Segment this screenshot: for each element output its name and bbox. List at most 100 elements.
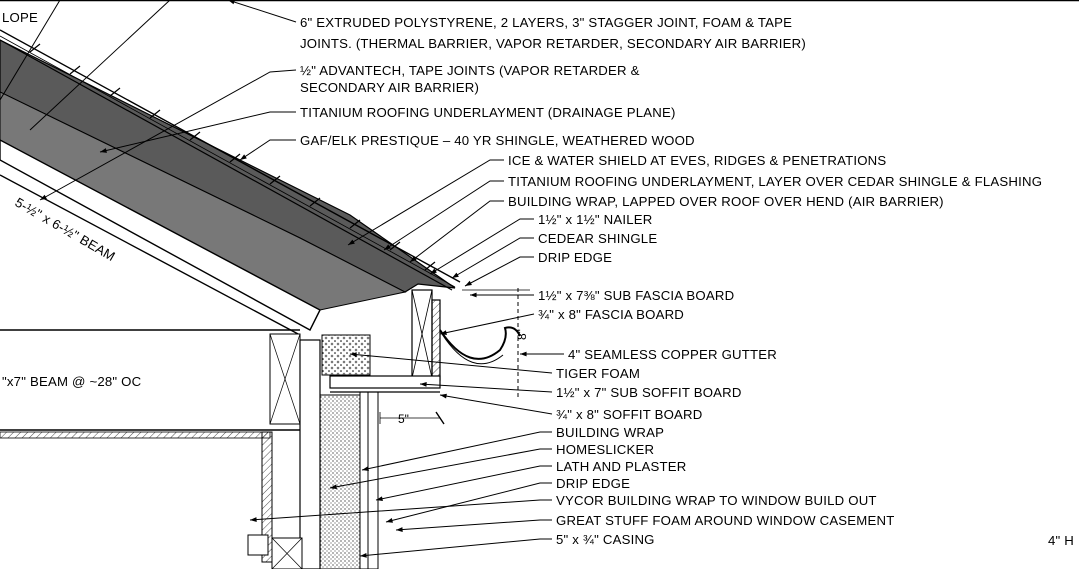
callout-leader-line xyxy=(395,519,552,531)
callout-leader-line xyxy=(249,499,552,521)
callout-arrowhead xyxy=(360,552,367,558)
callout-leader-line xyxy=(451,237,534,279)
fascia-board xyxy=(431,299,441,381)
callout-leader-line xyxy=(359,538,552,557)
callout-arrowhead xyxy=(520,351,527,357)
callout-greatstuff: GREAT STUFF FOAM AROUND WINDOW CASEMENT xyxy=(395,513,894,532)
leader-line xyxy=(0,0,61,101)
callout-shingle: GAF/ELK PRESTIQUE – 40 YR SHINGLE, WEATH… xyxy=(239,133,695,161)
callout-text: DRIP EDGE xyxy=(538,250,612,265)
roof-top-line xyxy=(0,29,461,283)
callout-arrowhead xyxy=(330,484,337,490)
slope-fragment-label: LOPE xyxy=(2,10,38,25)
callout-text: VYCOR BUILDING WRAP TO WINDOW BUILD OUT xyxy=(556,493,877,508)
roof-assembly xyxy=(0,0,461,336)
callout-text: GAF/ELK PRESTIQUE – 40 YR SHINGLE, WEATH… xyxy=(300,133,695,148)
callout-text: ¾" x 8" SOFFIT BOARD xyxy=(556,407,703,422)
callout-text: SECONDARY AIR BARRIER) xyxy=(300,80,479,95)
callout-text: 5" x ¾" CASING xyxy=(556,532,655,547)
roof-layer-line xyxy=(0,39,453,291)
callout-text: TIGER FOAM xyxy=(556,366,640,381)
callout-arrowhead xyxy=(386,518,393,523)
callout-subfascia: 1½" x 7⅜" SUB FASCIA BOARD xyxy=(470,288,734,303)
callout-text: DRIP EDGE xyxy=(556,476,630,491)
callout-text: JOINTS. (THERMAL BARRIER, VAPOR RETARDER… xyxy=(300,36,806,51)
callout-arrowhead xyxy=(40,194,47,200)
callout-text: BUILDING WRAP xyxy=(556,425,664,440)
callout-arrowhead xyxy=(452,272,459,278)
callout-leader-line xyxy=(347,159,504,246)
wall-stud xyxy=(299,339,321,569)
callout-text: ¾" x 8" FASCIA BOARD xyxy=(538,307,684,322)
callout-arrowhead xyxy=(384,244,391,250)
callout-leader-line xyxy=(409,200,504,263)
callout-text: ICE & WATER SHIELD AT EVES, RIDGES & PEN… xyxy=(508,153,886,168)
fascia-assembly xyxy=(411,288,530,398)
callout-arrowhead xyxy=(350,352,357,358)
callout-text: 1½" x 7⅜" SUB FASCIA BOARD xyxy=(538,288,734,303)
callout-arrowhead xyxy=(440,393,447,399)
callout-arrowhead xyxy=(100,148,107,153)
callout-arrowhead xyxy=(465,280,472,286)
callout-gutter: 4" SEAMLESS COPPER GUTTER xyxy=(520,347,777,362)
callout-advantech: ½" ADVANTECH, TAPE JOINTS (VAPOR RETARDE… xyxy=(39,63,640,201)
callout-arrowhead xyxy=(228,0,235,5)
callout-text: 1½" x 1½" NAILER xyxy=(538,212,652,227)
callout-text: 1½" x 7" SUB SOFFIT BOARD xyxy=(556,385,742,400)
callout-leader-line xyxy=(439,394,553,415)
window-sill-detail xyxy=(247,534,269,556)
callout-arrowhead xyxy=(410,256,417,262)
callout-drip2: DRIP EDGE xyxy=(385,476,630,523)
window-header xyxy=(261,431,273,563)
callout-leader-line xyxy=(439,313,535,335)
shingle-ticks xyxy=(29,43,436,271)
callout-leader-line xyxy=(239,139,296,161)
callout-text: HOMESLICKER xyxy=(556,442,654,457)
callout-leader-line xyxy=(329,448,552,489)
callout-lath: LATH AND PLASTER xyxy=(375,459,686,502)
callout-text: GREAT STUFF FOAM AROUND WINDOW CASEMENT xyxy=(556,513,894,528)
beam-spacing-label: "x7" BEAM @ ~28" OC xyxy=(2,374,142,389)
callout-arrowhead xyxy=(470,292,477,298)
fascia-height-dimension: 8" xyxy=(515,329,529,340)
callout-nailer: 1½" x 1½" NAILER xyxy=(429,212,652,275)
callout-tiger: TIGER FOAM xyxy=(349,352,640,381)
callout-arrowhead xyxy=(348,239,355,245)
callout-leader-line xyxy=(383,180,504,251)
callout-arrowhead xyxy=(430,268,437,274)
callout-arrowhead xyxy=(250,517,257,522)
callout-text: 4" SEAMLESS COPPER GUTTER xyxy=(568,347,777,362)
callout-homeslicker: HOMESLICKER xyxy=(329,442,654,490)
ceiling-hatch xyxy=(0,431,271,439)
callout-text: LATH AND PLASTER xyxy=(556,459,686,474)
callout-bwrap2: BUILDING WRAP xyxy=(361,425,664,471)
wall-sheathing xyxy=(359,391,369,569)
callout-text: BUILDING WRAP, LAPPED OVER ROOF OVER HEN… xyxy=(508,194,944,209)
callout-underlay: TITANIUM ROOFING UNDERLAYMENT (DRAINAGE … xyxy=(99,105,676,153)
callout-leader-line xyxy=(385,482,552,523)
callout-group: 6" EXTRUDED POLYSTYRENE, 2 LAYERS, 3" ST… xyxy=(39,0,1042,558)
callout-text: ½" ADVANTECH, TAPE JOINTS (VAPOR RETARDE… xyxy=(300,63,640,78)
callout-leader-line xyxy=(349,353,553,374)
soffit-board xyxy=(329,375,441,389)
rafter-beam xyxy=(0,139,321,331)
callout-leader-line xyxy=(464,256,534,287)
callout-text: TITANIUM ROOFING UNDERLAYMENT (DRAINAGE … xyxy=(300,105,676,120)
callout-bwrap: BUILDING WRAP, LAPPED OVER ROOF OVER HEN… xyxy=(409,194,944,263)
callout-text: 6" EXTRUDED POLYSTYRENE, 2 LAYERS, 3" ST… xyxy=(300,15,792,30)
roof-sheathing-band xyxy=(0,91,407,311)
callout-subsoffit: 1½" x 7" SUB SOFFIT BOARD xyxy=(419,382,742,400)
callout-arrowhead xyxy=(420,382,427,387)
callout-arrowhead xyxy=(440,330,447,335)
callout-soffit: ¾" x 8" SOFFIT BOARD xyxy=(439,393,703,422)
callout-eps: 6" EXTRUDED POLYSTYRENE, 2 LAYERS, 3" ST… xyxy=(227,0,806,51)
wall-assembly xyxy=(0,329,445,569)
roof-layer-line xyxy=(0,35,456,288)
callout-arrowhead xyxy=(362,466,369,471)
beam-bottom-line xyxy=(0,174,301,336)
copper-gutter xyxy=(439,326,521,360)
callout-vycor: VYCOR BUILDING WRAP TO WINDOW BUILD OUT xyxy=(249,493,877,522)
callout-arrowhead xyxy=(396,527,403,532)
callout-arrowhead xyxy=(376,496,383,502)
